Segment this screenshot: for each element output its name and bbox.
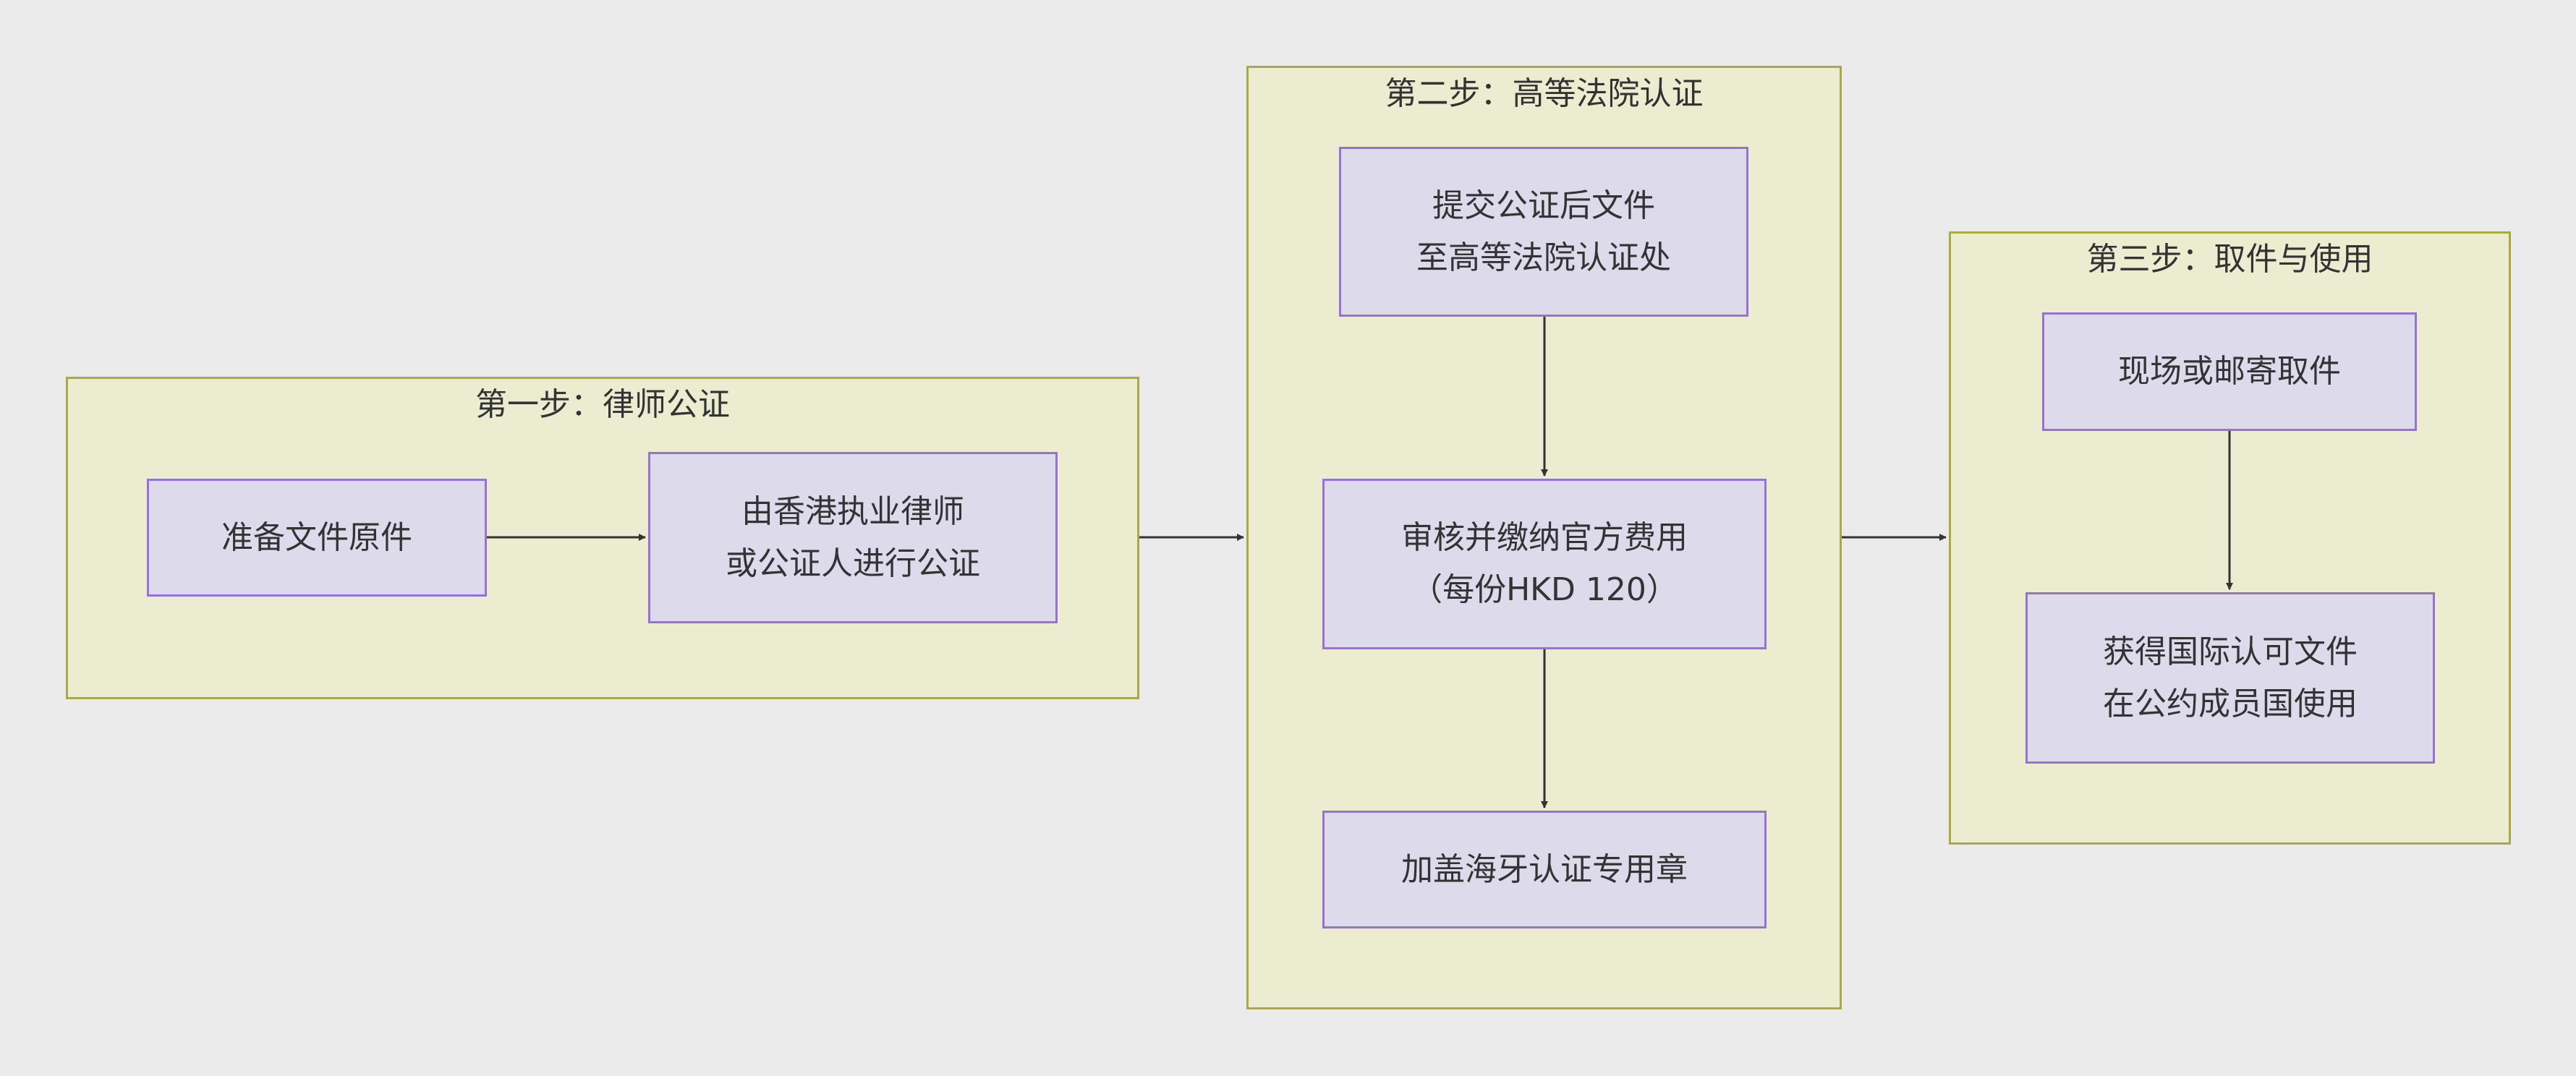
node-obtain-recognized-doc: 获得国际认可文件 在公约成员国使用	[2025, 592, 2435, 764]
cluster-title: 第二步：高等法院认证	[1385, 75, 1704, 112]
node-review-pay-fee: 审核并缴纳官方费用 （每份HKD 120）	[1322, 479, 1767, 649]
node-label: 由香港执业律师	[741, 492, 964, 530]
node-label: 或公证人进行公证	[726, 545, 980, 582]
node-label: 现场或邮寄取件	[2118, 353, 2341, 390]
node-label: 在公约成员国使用	[2103, 685, 2358, 722]
node-label: 加盖海牙认证专用章	[1401, 850, 1688, 888]
cluster-title: 第一步：律师公证	[475, 386, 730, 423]
node-submit-to-court: 提交公证后文件 至高等法院认证处	[1339, 147, 1748, 317]
node-prepare-originals: 准备文件原件	[147, 479, 487, 597]
node-apostille-stamp: 加盖海牙认证专用章	[1322, 811, 1767, 928]
node-label: 提交公证后文件	[1432, 187, 1655, 224]
cluster-title: 第三步：取件与使用	[2086, 241, 2373, 278]
node-label: 准备文件原件	[221, 518, 412, 556]
node-label: 至高等法院认证处	[1416, 239, 1671, 276]
node-label: 审核并缴纳官方费用	[1401, 519, 1688, 556]
node-lawyer-notarize: 由香港执业律师 或公证人进行公证	[648, 452, 1058, 623]
node-label: （每份HKD 120）	[1411, 571, 1678, 608]
node-label: 获得国际认可文件	[2103, 633, 2358, 670]
node-pickup-or-mail: 现场或邮寄取件	[2042, 312, 2417, 431]
